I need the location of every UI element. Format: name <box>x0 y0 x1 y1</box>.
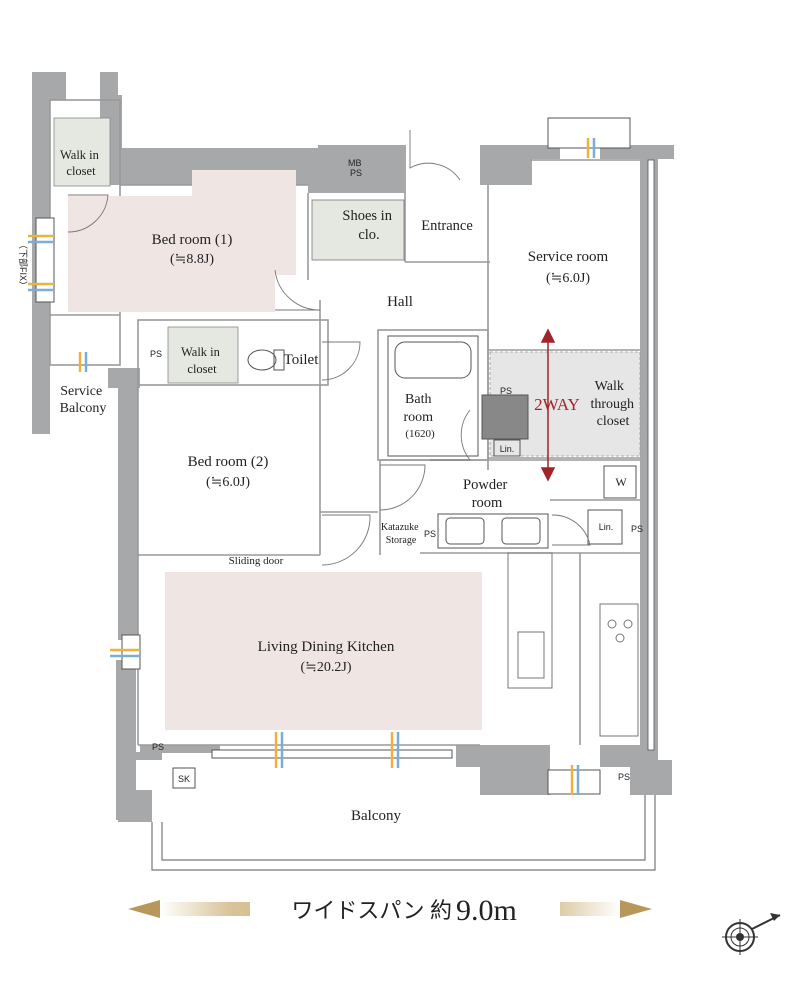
bath-room-label: Bath room (1620) <box>403 392 436 440</box>
walk-in-closet-2-label: Walk in closet <box>181 345 223 376</box>
room-labels: Walk in closet Bed room (1) (≒8.8J) MB P… <box>18 148 643 824</box>
shoes-closet-label: Shoes in clo. <box>342 208 395 243</box>
sliding-door-label: Sliding door <box>229 555 284 567</box>
two-way-label: 2WAY <box>534 395 580 414</box>
service-room-size: (≒6.0J) <box>546 271 590 286</box>
walk-in-closet-1-fill <box>53 117 111 187</box>
hall-label: Hall <box>387 294 413 310</box>
fix-note: （下部FIX） <box>18 240 29 290</box>
shoes-closet-fill <box>311 199 405 261</box>
balcony-label: Balcony <box>351 808 401 824</box>
wide-span-text: ワイドスパン 約 <box>291 898 452 923</box>
balcony-outline <box>151 795 656 871</box>
walk-in-closet-1-label: Walk in closet <box>60 148 102 178</box>
walk-through-closet-label: Walk through closet <box>590 379 637 429</box>
bedroom2-name: Bed room (2) <box>188 454 269 470</box>
ps-label-powder: PS <box>424 529 436 539</box>
wide-span-arrow-right <box>620 900 652 918</box>
walk-in-closet-2-fill <box>167 326 239 384</box>
sk-label: SK <box>178 774 190 784</box>
ldk-fill-lower <box>200 700 482 730</box>
bedroom2-size: (≒6.0J) <box>206 475 250 490</box>
wide-span-text-bg <box>250 892 560 926</box>
ps-label-wic2: PS <box>150 349 162 359</box>
ps-label-ldk-right: PS <box>618 772 630 782</box>
bedroom1-size: (≒8.8J) <box>170 252 214 267</box>
ps-label-bath: PS <box>500 386 512 396</box>
lin-label-bath: Lin. <box>500 444 515 454</box>
bedroom1-fill <box>68 170 296 312</box>
katazuke-storage-label: Katazuke Storage <box>381 522 421 546</box>
window-airflow-marks <box>28 138 596 795</box>
service-room-name: Service room <box>528 249 609 265</box>
ldk-size: (≒20.2J) <box>300 660 351 675</box>
powder-room-label: Powder room <box>463 477 511 511</box>
mbps-label: MB PS <box>348 158 364 178</box>
sk-box <box>172 767 196 789</box>
ps-label-right: PS <box>631 524 643 534</box>
vanity <box>437 465 637 549</box>
wide-span-indicator: ワイドスパン 約 9.0m <box>128 892 652 927</box>
wide-span-arrow-left <box>128 900 160 918</box>
bath-fixtures <box>387 335 529 457</box>
washer-label: W <box>615 475 627 489</box>
ldk-name: Living Dining Kitchen <box>258 639 395 655</box>
service-balcony-label: Service Balcony <box>60 384 107 416</box>
toilet-fixture <box>247 349 285 371</box>
lin-label-powder: Lin. <box>599 522 614 532</box>
compass-icon <box>722 913 781 955</box>
kitchen-fixtures <box>507 552 639 737</box>
toilet-label: Toilet <box>284 352 320 368</box>
ps-label-ldk-left: PS <box>152 742 164 752</box>
bedroom1-name: Bed room (1) <box>152 232 233 248</box>
two-way-arrow <box>540 328 556 482</box>
entrance-label: Entrance <box>421 218 473 234</box>
windows <box>35 117 655 795</box>
wide-span-value: 9.0m <box>456 894 517 927</box>
doors <box>67 130 591 566</box>
